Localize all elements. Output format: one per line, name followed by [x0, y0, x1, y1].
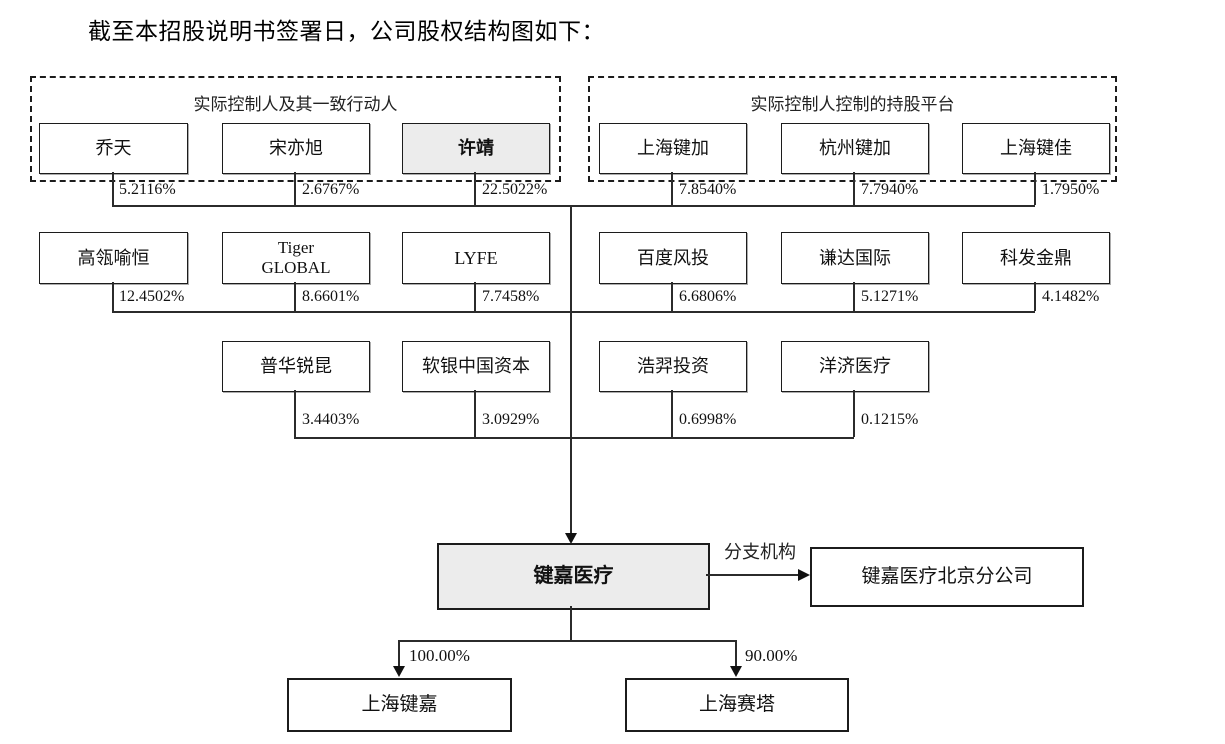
shareholder-name: 浩羿投资: [637, 356, 709, 377]
shareholder-name: 宋亦旭: [269, 138, 323, 159]
connector-line: [671, 172, 673, 205]
connector-line: [398, 640, 400, 667]
shareholder-box-yangji-medical: 洋济医疗: [781, 341, 929, 392]
group-actual-controllers-label: 实际控制人及其一致行动人: [193, 95, 398, 114]
connector-line: [294, 390, 296, 437]
ownership-pct: 0.1215%: [861, 411, 919, 428]
connector-line: [853, 390, 855, 437]
shareholder-box-gaoling-yuheng: 高瓴喻恒: [39, 232, 188, 284]
shareholder-name: 普华锐昆: [260, 356, 332, 377]
company-box-jianjia-medical: 键嘉医疗: [437, 543, 710, 610]
ownership-pct: 7.7458%: [482, 288, 540, 305]
connector-line: [853, 282, 855, 311]
shareholder-box-qiao-tian: 乔天: [39, 123, 188, 174]
shareholder-name: LYFE: [454, 247, 498, 268]
shareholder-box-hangzhou-jianjia: 杭州键加: [781, 123, 929, 174]
arrow-right-icon: [798, 569, 810, 581]
connector-line: [112, 172, 114, 205]
branch-arrow-label: 分支机构: [724, 542, 796, 562]
connector-line: [706, 574, 800, 576]
shareholder-name: 上海键佳: [1000, 138, 1072, 159]
shareholder-box-lyfe: LYFE: [402, 232, 550, 284]
ownership-pct: 12.4502%: [119, 288, 185, 305]
ownership-pct: 0.6998%: [679, 411, 737, 428]
shareholder-box-song-yi-xu: 宋亦旭: [222, 123, 370, 174]
branch-name: 键嘉医疗北京分公司: [861, 566, 1033, 588]
ownership-pct: 3.0929%: [482, 411, 540, 428]
connector-line: [1034, 172, 1036, 205]
ownership-pct: 7.8540%: [679, 181, 737, 198]
shareholder-box-kefa-jinding: 科发金鼎: [962, 232, 1110, 284]
connector-line: [474, 282, 476, 311]
connector-line: [671, 282, 673, 311]
ownership-pct: 90.00%: [745, 646, 798, 665]
ownership-pct: 5.2116%: [119, 181, 176, 198]
connector-line: [294, 437, 854, 439]
ownership-pct: 2.6767%: [302, 181, 360, 198]
connector-line: [112, 311, 1035, 313]
shareholder-name: Tiger GLOBAL: [261, 238, 331, 277]
connector-line: [570, 606, 572, 640]
shareholder-box-qianda-international: 谦达国际: [781, 232, 929, 284]
connector-line: [112, 282, 114, 311]
connector-line: [853, 172, 855, 205]
shareholder-box-shanghai-jianjia2: 上海键佳: [962, 123, 1110, 174]
group-actual-controllers: 实际控制人及其一致行动人: [30, 76, 561, 182]
ownership-pct: 3.4403%: [302, 411, 360, 428]
shareholder-box-softbank-china: 软银中国资本: [402, 341, 550, 392]
shareholder-box-tiger-global: Tiger GLOBAL: [222, 232, 370, 284]
ownership-pct: 7.7940%: [861, 181, 919, 198]
shareholder-name: 洋济医疗: [819, 356, 891, 377]
group-holding-platforms: 实际控制人控制的持股平台: [588, 76, 1117, 182]
connector-line: [398, 640, 736, 642]
connector-line: [474, 390, 476, 437]
subsidiary-name: 上海赛塔: [698, 694, 775, 716]
shareholder-name: 上海键加: [637, 138, 709, 159]
shareholder-name: 乔天: [95, 138, 132, 159]
shareholder-box-shanghai-jianjia-platform: 上海键加: [599, 123, 747, 174]
shareholder-name: 许靖: [458, 138, 494, 159]
ownership-pct: 8.6601%: [302, 288, 360, 305]
shareholder-box-baidu-ventures: 百度风投: [599, 232, 747, 284]
shareholder-name: 谦达国际: [819, 247, 891, 268]
shareholder-box-xu-jing: 许靖: [402, 123, 550, 174]
shareholder-name: 科发金鼎: [1000, 247, 1072, 268]
arrow-down-icon: [730, 666, 742, 677]
ownership-pct: 5.1271%: [861, 288, 919, 305]
connector-line: [474, 172, 476, 205]
subsidiary-box-shanghai-jianjia: 上海键嘉: [287, 678, 512, 732]
shareholder-box-haoyi-investment: 浩羿投资: [599, 341, 747, 392]
connector-line: [671, 390, 673, 437]
subsidiary-box-shanghai-saita: 上海赛塔: [625, 678, 849, 732]
company-name: 键嘉医疗: [533, 565, 614, 587]
ownership-pct: 6.6806%: [679, 288, 737, 305]
shareholder-name: 杭州键加: [819, 138, 891, 159]
subsidiary-name: 上海键嘉: [361, 694, 438, 716]
connector-line: [294, 282, 296, 311]
connector-line: [570, 205, 572, 535]
ownership-pct: 100.00%: [409, 646, 470, 665]
arrow-down-icon: [393, 666, 405, 677]
shareholder-name: 高瓴喻恒: [77, 247, 150, 268]
branch-box-beijing: 键嘉医疗北京分公司: [810, 547, 1084, 607]
connector-line: [294, 172, 296, 205]
shareholder-box-puhua-ruikun: 普华锐昆: [222, 341, 370, 392]
connector-line: [112, 205, 1035, 207]
shareholder-name: 软银中国资本: [422, 356, 530, 377]
connector-line: [1034, 282, 1036, 311]
ownership-pct: 1.7950%: [1042, 181, 1100, 198]
ownership-pct: 22.5022%: [482, 181, 548, 198]
page-title: 截至本招股说明书签署日，公司股权结构图如下：: [88, 19, 605, 44]
shareholder-name: 百度风投: [637, 247, 709, 268]
ownership-pct: 4.1482%: [1042, 288, 1100, 305]
group-holding-platforms-label: 实际控制人控制的持股平台: [750, 95, 955, 114]
arrow-down-icon: [565, 533, 577, 544]
connector-line: [735, 640, 737, 667]
